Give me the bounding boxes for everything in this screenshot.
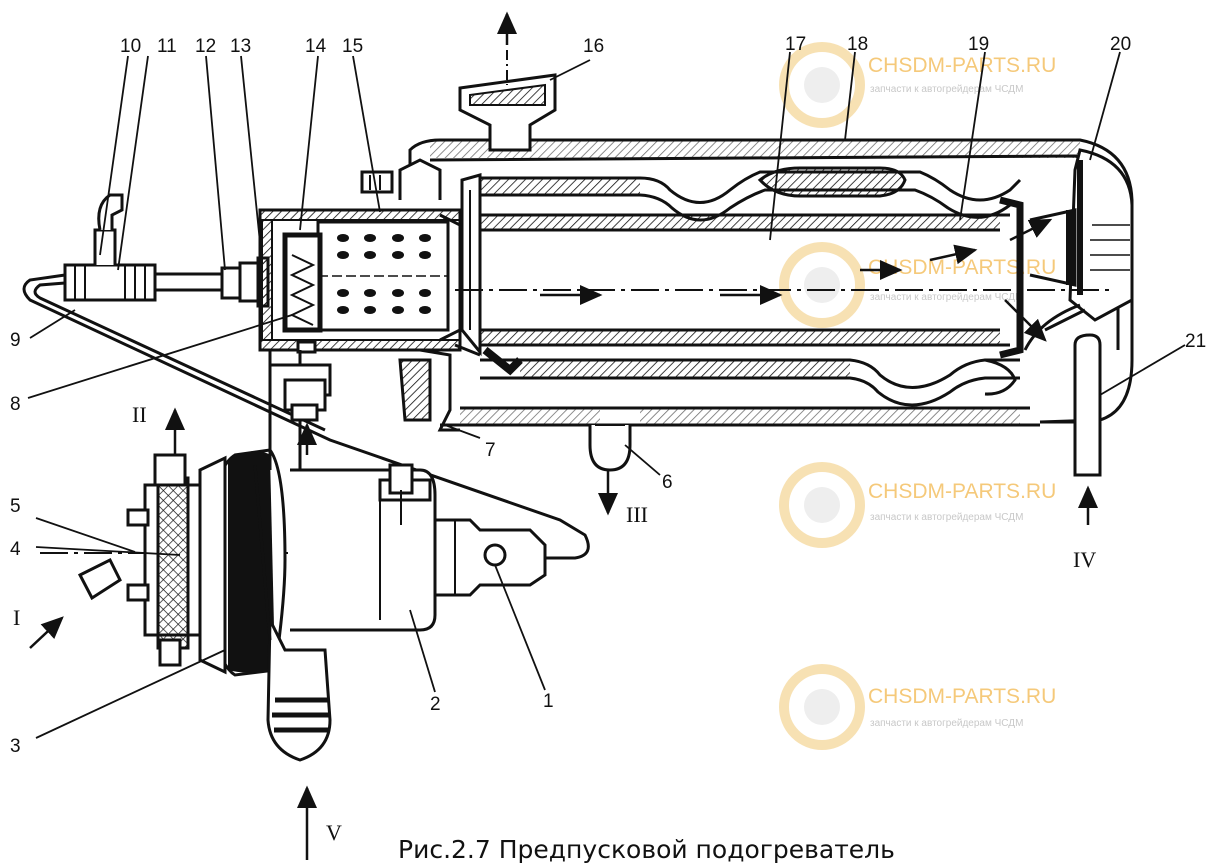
watermark-brand: CHSDM-PARTS.RU xyxy=(868,54,1056,77)
watermark-3: CHSDM-PARTS.RU запчасти к автогрейдерам … xyxy=(779,462,1056,548)
leader-lines xyxy=(27,51,1186,739)
watermark-brand: CHSDM-PARTS.RU xyxy=(868,685,1056,708)
label-part-15: 15 xyxy=(342,36,363,57)
exhaust-outlet xyxy=(458,50,557,152)
perforated-insert-holes xyxy=(337,234,431,314)
watermark-tagline: запчасти к автогрейдерам ЧСДМ xyxy=(870,512,1023,523)
flow-label-II: II xyxy=(132,402,147,427)
label-part-21: 21 xyxy=(1185,331,1206,352)
watermark-tagline: запчасти к автогрейдерам ЧСДМ xyxy=(870,292,1023,303)
heater-body xyxy=(408,138,1134,477)
label-part-8: 8 xyxy=(10,394,21,415)
watermark-tagline: запчасти к автогрейдерам ЧСДМ xyxy=(870,718,1023,729)
label-part-16: 16 xyxy=(583,36,604,57)
part-labels: 1 2 3 4 5 6 7 8 9 10 11 12 13 14 15 16 1… xyxy=(10,34,1206,757)
watermark-4: CHSDM-PARTS.RU запчасти к автогрейдерам … xyxy=(779,664,1056,750)
label-part-6: 6 xyxy=(662,472,673,493)
watermark-1: CHSDM-PARTS.RU запчасти к автогрейдерам … xyxy=(779,42,1056,128)
watermark-2: CHSDM-PARTS.RU запчасти к автогрейдерам … xyxy=(779,242,1056,328)
label-part-3: 3 xyxy=(10,736,21,757)
watermark-brand: CHSDM-PARTS.RU xyxy=(868,480,1056,503)
label-part-18: 18 xyxy=(847,34,868,55)
label-part-5: 5 xyxy=(10,496,21,517)
label-part-4: 4 xyxy=(10,539,21,560)
watermark-brand: CHSDM-PARTS.RU xyxy=(868,256,1056,279)
flow-label-III: III xyxy=(626,502,648,527)
label-part-7: 7 xyxy=(485,440,496,461)
label-part-19: 19 xyxy=(968,34,989,55)
fuel-line xyxy=(22,193,590,560)
label-part-14: 14 xyxy=(305,36,327,57)
label-part-11: 11 xyxy=(157,36,177,57)
flow-labels: I II III IV V xyxy=(13,402,1096,845)
label-part-13: 13 xyxy=(230,36,251,57)
label-part-9: 9 xyxy=(10,330,21,351)
watermark-tagline: запчасти к автогрейдерам ЧСДМ xyxy=(870,84,1023,95)
label-part-12: 12 xyxy=(195,36,216,57)
label-part-10: 10 xyxy=(120,36,141,57)
label-part-17: 17 xyxy=(785,34,806,55)
flow-arrows xyxy=(29,407,1098,860)
flow-label-I: I xyxy=(13,605,20,630)
label-part-1: 1 xyxy=(543,691,554,712)
label-part-2: 2 xyxy=(430,694,441,715)
label-part-20: 20 xyxy=(1110,34,1131,55)
gas-flow-arrows xyxy=(540,218,1053,342)
fan-motor-assembly xyxy=(77,350,547,762)
figure-caption: Рис.2.7 Предпусковой подогреватель xyxy=(398,835,895,864)
flow-label-IV: IV xyxy=(1073,547,1096,572)
flow-label-V: V xyxy=(326,820,342,845)
drain-fitting xyxy=(588,424,632,472)
